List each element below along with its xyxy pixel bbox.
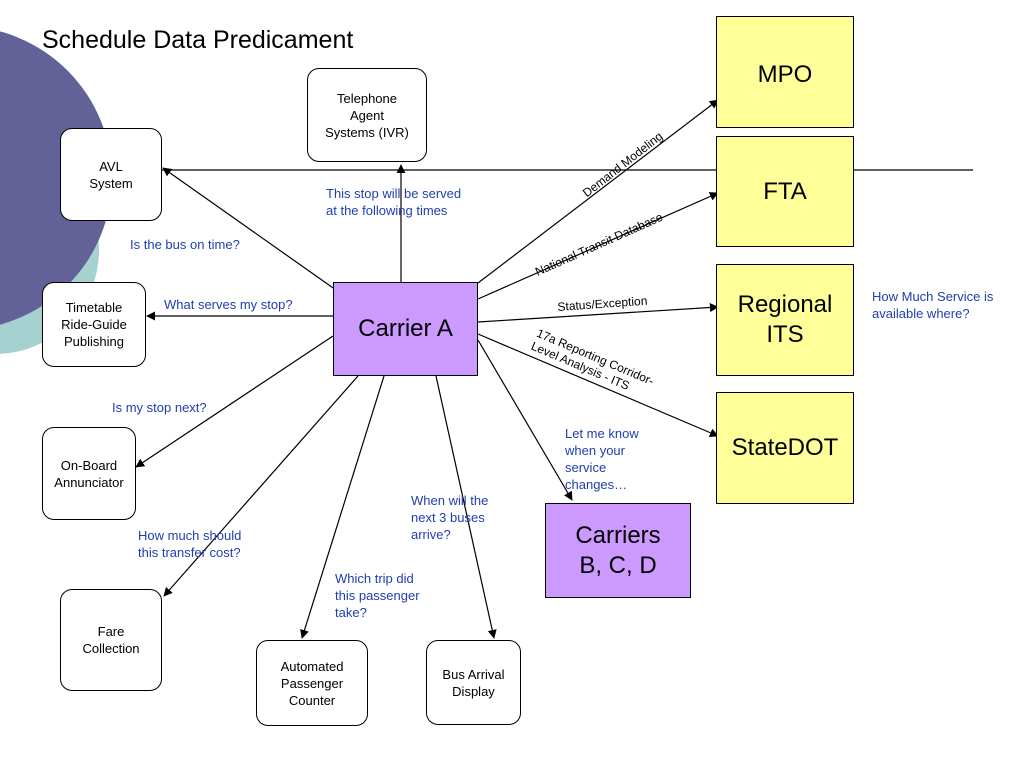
edge-to-fare	[163, 375, 359, 597]
carriers-question: Let me know when your service changes…	[565, 426, 639, 492]
slide-title: Schedule Data Predicament	[42, 26, 354, 54]
edge-to-apc	[300, 375, 385, 639]
edge-to-bus-display	[435, 375, 497, 639]
avl-system-box: AVL System	[60, 128, 162, 221]
regional-question: How Much Service is available where?	[872, 289, 994, 321]
edge-to-regional	[477, 303, 719, 323]
fta-box: FTA	[716, 136, 854, 247]
fare-question: How much should this transfer cost?	[138, 528, 242, 560]
mpo-box: MPO	[716, 16, 854, 128]
edge-to-annunciator	[135, 335, 334, 468]
edge-to-mpo	[477, 99, 719, 284]
regional-its-box: Regional ITS	[716, 264, 854, 376]
timetable-question: What serves my stop?	[164, 297, 293, 312]
automated-passenger-counter-box: Automated Passenger Counter	[256, 640, 368, 726]
purple-circle-decoration	[0, 31, 112, 325]
bus-display-question: When will the next 3 buses arrive?	[411, 493, 489, 542]
statedot-box: StateDOT	[716, 392, 854, 504]
bus-arrival-display-box: Bus Arrival Display	[426, 640, 521, 725]
edge-to-fta	[477, 192, 719, 300]
apc-question: Which trip did this passenger take?	[335, 571, 420, 620]
ivr-question: This stop will be served at the followin…	[326, 186, 462, 218]
fare-collection-box: Fare Collection	[60, 589, 162, 691]
carrier-a-box: Carrier A	[333, 282, 478, 376]
annunciator-question: Is my stop next?	[112, 400, 207, 415]
on-board-annunciator-box: On-Board Annunciator	[42, 427, 136, 520]
avl-question: Is the bus on time?	[130, 237, 240, 252]
telephone-ivr-box: Telephone Agent Systems (IVR)	[307, 68, 427, 162]
carriers-bcd-box: Carriers B, C, D	[545, 503, 691, 598]
edge-to-carriers	[477, 339, 573, 501]
edge-to-avl	[162, 167, 337, 291]
timetable-publishing-box: Timetable Ride-Guide Publishing	[42, 282, 146, 367]
edge-to-statedot	[477, 333, 719, 437]
